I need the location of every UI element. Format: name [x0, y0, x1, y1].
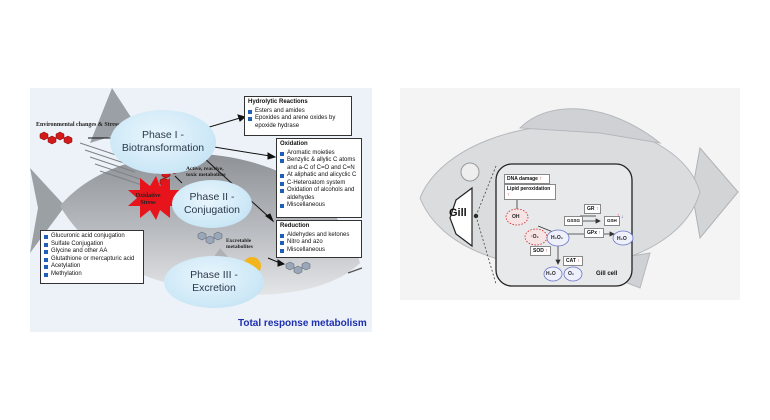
hydrolytic-item: Esters and amides	[248, 108, 348, 116]
superoxide: ·O₂	[531, 234, 539, 240]
conjugation-box: Glucuronic acid conjugation Sulfate Conj…	[40, 230, 144, 284]
h2o-bottom-label: H₂O	[546, 271, 556, 277]
fish-silhouette-right	[419, 108, 739, 289]
cat-label: CAT	[566, 258, 576, 264]
conjugation-item: Acetylation	[44, 263, 140, 271]
gpx-label: GPx	[587, 230, 598, 236]
oxidation-item: At aliphatic and alicyclic C	[280, 172, 358, 180]
gill-cell-label: Gill cell	[596, 271, 618, 277]
gsh-box: GSH	[604, 216, 620, 226]
h2o-right-label: H₂O	[617, 236, 627, 242]
sod-box: SOD ↑	[530, 246, 551, 256]
gsh-down-arrow: ↓	[621, 214, 624, 220]
gssg-box: GSSG	[564, 216, 584, 226]
gpx-up-arrow: ↑	[598, 230, 601, 236]
conjugation-item: Glycine and other AA	[44, 248, 140, 256]
reactive-metabolites-label: Active, reactive, toxic metabolites	[186, 166, 226, 178]
gr-label: GR	[587, 206, 595, 212]
reduction-item: Nitro and azo	[280, 239, 358, 247]
oxidation-item: Aromatic moieties	[280, 150, 358, 158]
gr-box: GR ↑	[584, 204, 602, 214]
hydrolytic-item: Epoxides and arene oxides by epoxide hyd…	[248, 115, 348, 130]
conjugation-item: Methylation	[44, 271, 140, 279]
reduction-item: Aldehydes and ketones	[280, 232, 358, 240]
reduction-box: Reduction Aldehydes and ketones Nitro an…	[276, 220, 362, 258]
gsh-label: GSH	[607, 218, 617, 223]
dna-damage-box: DNA damage ↑	[504, 174, 550, 184]
dna-damage-up-arrow: ↑	[539, 176, 542, 182]
excretable-metabolites-label: Excretable metabolites	[226, 238, 253, 250]
conjugation-item: Glutathione or mercapturic acid	[44, 256, 140, 264]
gpx-box: GPx ↑	[584, 228, 604, 238]
cat-up-arrow: ↑	[577, 258, 580, 264]
gsh-up-arrow: ↑	[617, 213, 620, 219]
oxidation-item: Oxidation of alcohols and aldehydes	[280, 187, 358, 202]
lipid-peroxidation-up-arrow: ↑	[507, 192, 510, 198]
cat-box: CAT ↑	[563, 256, 583, 266]
phase3-ellipse: Phase III - Excretion	[164, 256, 264, 308]
hydrolytic-reactions-box: Hydrolytic Reactions Esters and amides E…	[244, 96, 352, 136]
sod-up-arrow: ↑	[545, 248, 548, 254]
oxidation-item: C-Heteroatom system	[280, 180, 358, 188]
oxidation-item: Benzylic & allylic C atoms and a-C of C=…	[280, 157, 358, 172]
phase1-ellipse: Phase I - Biotransformation	[110, 110, 216, 174]
oh-radical: OH	[512, 214, 520, 220]
lipid-peroxidation-label: Lipid peroxidation	[507, 186, 551, 192]
h2o2-label: H₂O₂	[551, 235, 563, 241]
oxidation-title: Oxidation	[280, 141, 308, 147]
total-response-metabolism-label: Total response metabolism	[238, 318, 367, 329]
reduction-item: Miscellaneous	[280, 247, 358, 255]
sod-label: SOD	[533, 248, 544, 254]
lipid-peroxidation-box: Lipid peroxidation ↑	[504, 184, 556, 200]
o2-bottom-label: O₂	[568, 271, 575, 277]
reduction-title: Reduction	[280, 223, 310, 229]
phase2-ellipse: Phase II - Conjugation	[172, 180, 252, 228]
oxidation-item: Miscellaneous	[280, 202, 358, 210]
environmental-label: Environmental changes & Stressor	[36, 122, 126, 128]
oxidation-box: Oxidation Aromatic moieties Benzylic & a…	[276, 138, 362, 218]
oxidative-stress-label: Oxidative Stress	[135, 193, 161, 206]
oxidative-stress-burst	[128, 176, 182, 220]
gr-up-arrow: ↑	[595, 206, 599, 212]
conjugation-item: Sulfate Conjugation	[44, 241, 140, 249]
hydrolytic-title: Hydrolytic Reactions	[248, 99, 308, 105]
conjugation-item: Glucuronic acid conjugation	[44, 233, 140, 241]
gill-label: Gill	[449, 207, 467, 219]
dna-damage-label: DNA damage	[507, 176, 538, 182]
